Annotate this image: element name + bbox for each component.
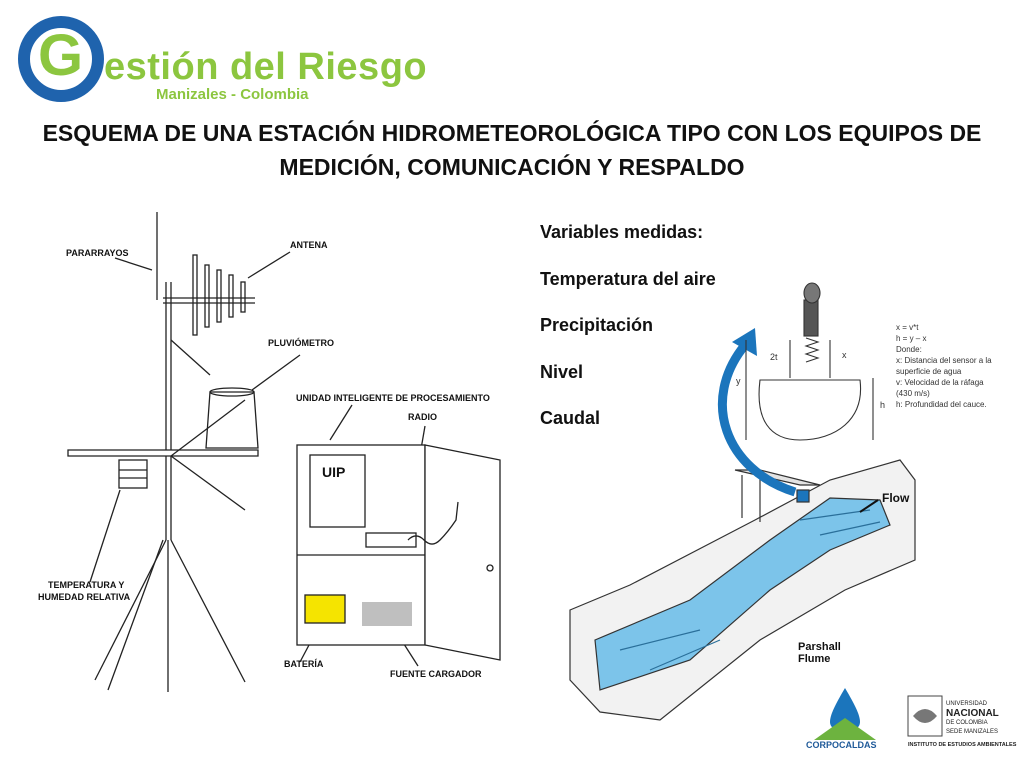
corpocaldas-label: CORPOCALDAS bbox=[806, 740, 877, 750]
title-line-1: ESQUEMA DE UNA ESTACIÓN HIDROMETEOROLÓGI… bbox=[42, 120, 982, 146]
label-flow: Flow bbox=[882, 491, 910, 505]
corpocaldas-logo: CORPOCALDAS bbox=[806, 688, 877, 750]
level-sensor bbox=[796, 489, 810, 503]
formula-line: x: Distancia del sensor a la bbox=[896, 356, 992, 365]
formula-line: h: Profundidad del cauce. bbox=[896, 400, 987, 409]
dim-2t: 2t bbox=[770, 352, 778, 362]
dim-h: h bbox=[880, 400, 885, 410]
variable-item: Temperatura del aire bbox=[540, 268, 716, 289]
label-bateria: BATERÍA bbox=[284, 659, 324, 669]
unal-line-2: NACIONAL bbox=[946, 708, 999, 719]
unal-logo: UNIVERSIDAD NACIONAL DE COLOMBIA SEDE MA… bbox=[907, 695, 1017, 748]
formula-line: superficie de agua bbox=[896, 367, 962, 376]
logo-location: Manizales - Colombia bbox=[156, 86, 309, 103]
rain-gauge bbox=[205, 391, 259, 449]
blue-arrow bbox=[717, 342, 797, 497]
page-title: ESQUEMA DE UNA ESTACIÓN HIDROMETEOROLÓGI… bbox=[20, 116, 1004, 184]
dim-x: x bbox=[842, 350, 847, 360]
title-line-2: MEDICIÓN, COMUNICACIÓN Y RESPALDO bbox=[279, 154, 745, 180]
formula-line: x = v*t bbox=[896, 323, 919, 332]
label-temperatura: TEMPERATURA Y bbox=[48, 580, 124, 590]
formula-line: v: Velocidad de la ráfaga bbox=[896, 378, 984, 387]
label-parshall: Parshall bbox=[798, 641, 841, 653]
formula-block: x = v*t h = y – x Donde: x: Distancia de… bbox=[896, 323, 992, 409]
platform bbox=[67, 449, 259, 457]
charger-box bbox=[362, 602, 412, 626]
variables-list: Variables medidas: Temperatura del aire … bbox=[540, 220, 760, 453]
unal-line-1: UNIVERSIDAD bbox=[946, 701, 988, 707]
gestion-riesgo-logo: G estión del Riesgo Manizales - Colombia bbox=[18, 16, 427, 108]
formula-line: (430 m/s) bbox=[896, 389, 930, 398]
tripod bbox=[94, 539, 246, 692]
label-radio: RADIO bbox=[408, 412, 437, 422]
water-surface bbox=[594, 497, 891, 691]
cross-section bbox=[745, 282, 874, 441]
logo-brand-text: estión del Riesgo bbox=[104, 46, 428, 88]
antenna bbox=[163, 254, 255, 336]
variable-item: Precipitación bbox=[540, 315, 654, 335]
label-antena: ANTENA bbox=[290, 240, 328, 250]
dim-y: y bbox=[736, 376, 741, 386]
temp-sensor bbox=[118, 459, 148, 489]
label-unidad: UNIDAD INTELIGENTE DE PROCESAMIENTO bbox=[296, 393, 490, 403]
variables-heading: Variables medidas: bbox=[540, 222, 704, 242]
label-humedad: HUMEDAD RELATIVA bbox=[38, 592, 131, 602]
label-pluviometro: PLUVIÓMETRO bbox=[268, 337, 334, 348]
logo-initial: G bbox=[38, 23, 84, 88]
label-uip: UIP bbox=[322, 464, 345, 480]
variable-item: Caudal bbox=[540, 408, 601, 428]
label-flume: Flume bbox=[798, 653, 830, 665]
formula-line: Donde: bbox=[896, 345, 922, 354]
unal-line-4: SEDE MANIZALES bbox=[946, 729, 998, 735]
label-fuente: FUENTE CARGADOR bbox=[390, 669, 482, 679]
cabinet bbox=[296, 444, 501, 661]
label-pararrayos: PARARRAYOS bbox=[66, 248, 129, 258]
unal-line-5: INSTITUTO DE ESTUDIOS AMBIENTALES bbox=[908, 742, 1017, 748]
unal-line-3: DE COLOMBIA bbox=[946, 720, 988, 726]
variable-item: Nivel bbox=[540, 361, 584, 382]
formula-line: h = y – x bbox=[896, 334, 926, 343]
